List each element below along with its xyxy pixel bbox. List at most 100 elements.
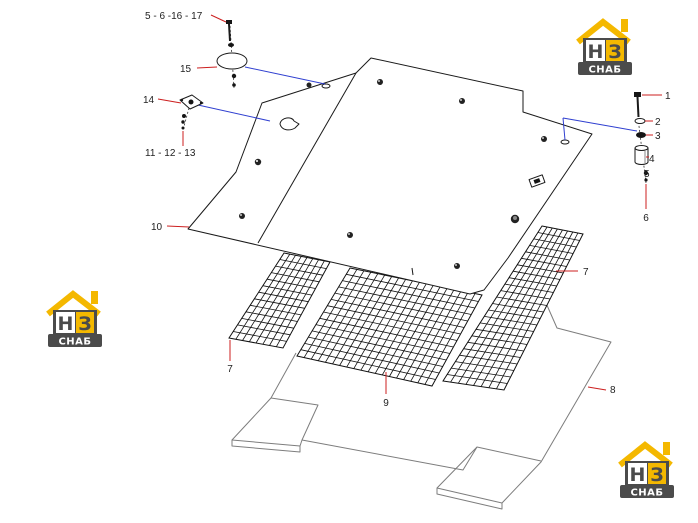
mounting-hole (239, 213, 245, 219)
logo-3-cell (76, 312, 94, 333)
callout-6: 6 (643, 213, 649, 224)
assembly-link-line (197, 104, 271, 122)
base-plate-left-tab-thickness (231, 440, 301, 453)
mesh-panel-outline (228, 252, 331, 349)
logo-3-cell (606, 40, 624, 61)
mesh-line (396, 287, 448, 379)
bolt-hole-open (560, 139, 570, 145)
leader-line (210, 14, 227, 23)
mesh-line (327, 305, 461, 335)
floor-plate-edge-mark (411, 267, 414, 276)
mesh-line (338, 286, 472, 315)
mesh-line (332, 274, 386, 365)
callout-14: 14 (143, 95, 155, 106)
mounting-hole (454, 263, 460, 269)
mesh-line (496, 232, 579, 390)
mesh-line (300, 349, 436, 380)
mesh-line (312, 330, 447, 361)
nut (231, 73, 237, 79)
keyhole-cutout (279, 117, 300, 131)
logo-roof (618, 441, 673, 468)
fastener-stack-right (634, 92, 649, 184)
callout-10: 10 (151, 222, 163, 233)
logo-h-cell (56, 312, 75, 333)
bolt-head-part-1 (634, 92, 641, 97)
callout-15: 15 (180, 64, 192, 75)
base-plate-part-8 (231, 302, 612, 510)
mounting-hole (541, 136, 547, 142)
mesh-line (374, 283, 427, 374)
logo-chimney (91, 291, 98, 304)
logo-mark-h: Н (58, 313, 74, 335)
logo-bar (620, 485, 674, 498)
logo-mark-3: З (650, 464, 664, 486)
callout-11-12-13: 11 - 12 - 13 (145, 148, 196, 159)
spacer-top (634, 145, 649, 151)
bolt-shank-part-1 (636, 96, 640, 118)
mesh-line (334, 292, 468, 322)
logo-h-cell (586, 40, 605, 61)
fastener-stack-top-left (216, 20, 248, 89)
mesh-line (403, 289, 455, 380)
callout-7-left: 7 (227, 364, 233, 375)
mesh-line (360, 280, 413, 371)
watermark-logo-top-right: Н З СНАБ (576, 18, 632, 76)
mesh-line (367, 282, 420, 372)
mesh-line (488, 231, 574, 388)
mesh-line (424, 293, 476, 385)
logo-roof (46, 290, 101, 317)
washer (228, 43, 234, 47)
logo-h-cell (628, 463, 647, 484)
mesh-panel-part-7-left (228, 252, 331, 349)
mesh-line (339, 276, 393, 366)
bolt-head (226, 20, 232, 24)
mesh-line (465, 228, 558, 385)
mesh-line (242, 255, 296, 341)
callout-2: 2 (655, 117, 661, 128)
mesh-line (325, 273, 379, 363)
mesh-line (235, 253, 291, 340)
bolt-shank (228, 23, 231, 42)
floor-plate-outline (187, 57, 593, 295)
mesh-line (346, 277, 399, 368)
mesh-line (304, 343, 440, 374)
callout-5-6-16-17: 5 - 6 -16 - 17 (145, 11, 203, 22)
base-plate-right-tab-thickness (436, 488, 503, 510)
nut (181, 126, 185, 130)
assembly-link-line (562, 117, 638, 132)
bolt-hole-open (321, 83, 331, 89)
logo-bar (578, 62, 632, 75)
lock-washer (232, 83, 236, 87)
bracket-corner (199, 101, 203, 105)
mesh-line (381, 284, 434, 376)
callout-7-right: 7 (583, 267, 589, 278)
mesh-line (248, 256, 302, 343)
callout-9: 9 (383, 398, 389, 409)
mesh-line (450, 226, 548, 383)
mounting-hole (347, 232, 353, 238)
bracket-corner (180, 98, 184, 102)
logo-bar-text: СНАБ (58, 337, 91, 348)
mesh-line (342, 280, 475, 309)
leader-lines (157, 14, 662, 394)
washer (181, 120, 185, 124)
mesh-line (410, 290, 462, 382)
screw (182, 114, 186, 118)
mesh-line (480, 230, 568, 387)
mesh-panel-part-9 (296, 267, 483, 387)
leader-line (587, 386, 607, 391)
retaining-clip (528, 174, 546, 188)
callout-4: 4 (649, 154, 655, 165)
washer-part-2 (634, 118, 646, 124)
logo-3-cell (648, 463, 666, 484)
mesh-line (389, 286, 441, 377)
mesh-line (255, 257, 308, 344)
callout-5: 5 (644, 169, 650, 180)
logo-chimney (663, 442, 670, 455)
mesh-line (353, 279, 406, 369)
logo-bar-text: СНАБ (588, 65, 621, 76)
mesh-line (473, 229, 563, 386)
callout-labels: 5 - 6 -16 - 17 15 14 11 - 12 - 13 10 1 2… (143, 11, 671, 409)
